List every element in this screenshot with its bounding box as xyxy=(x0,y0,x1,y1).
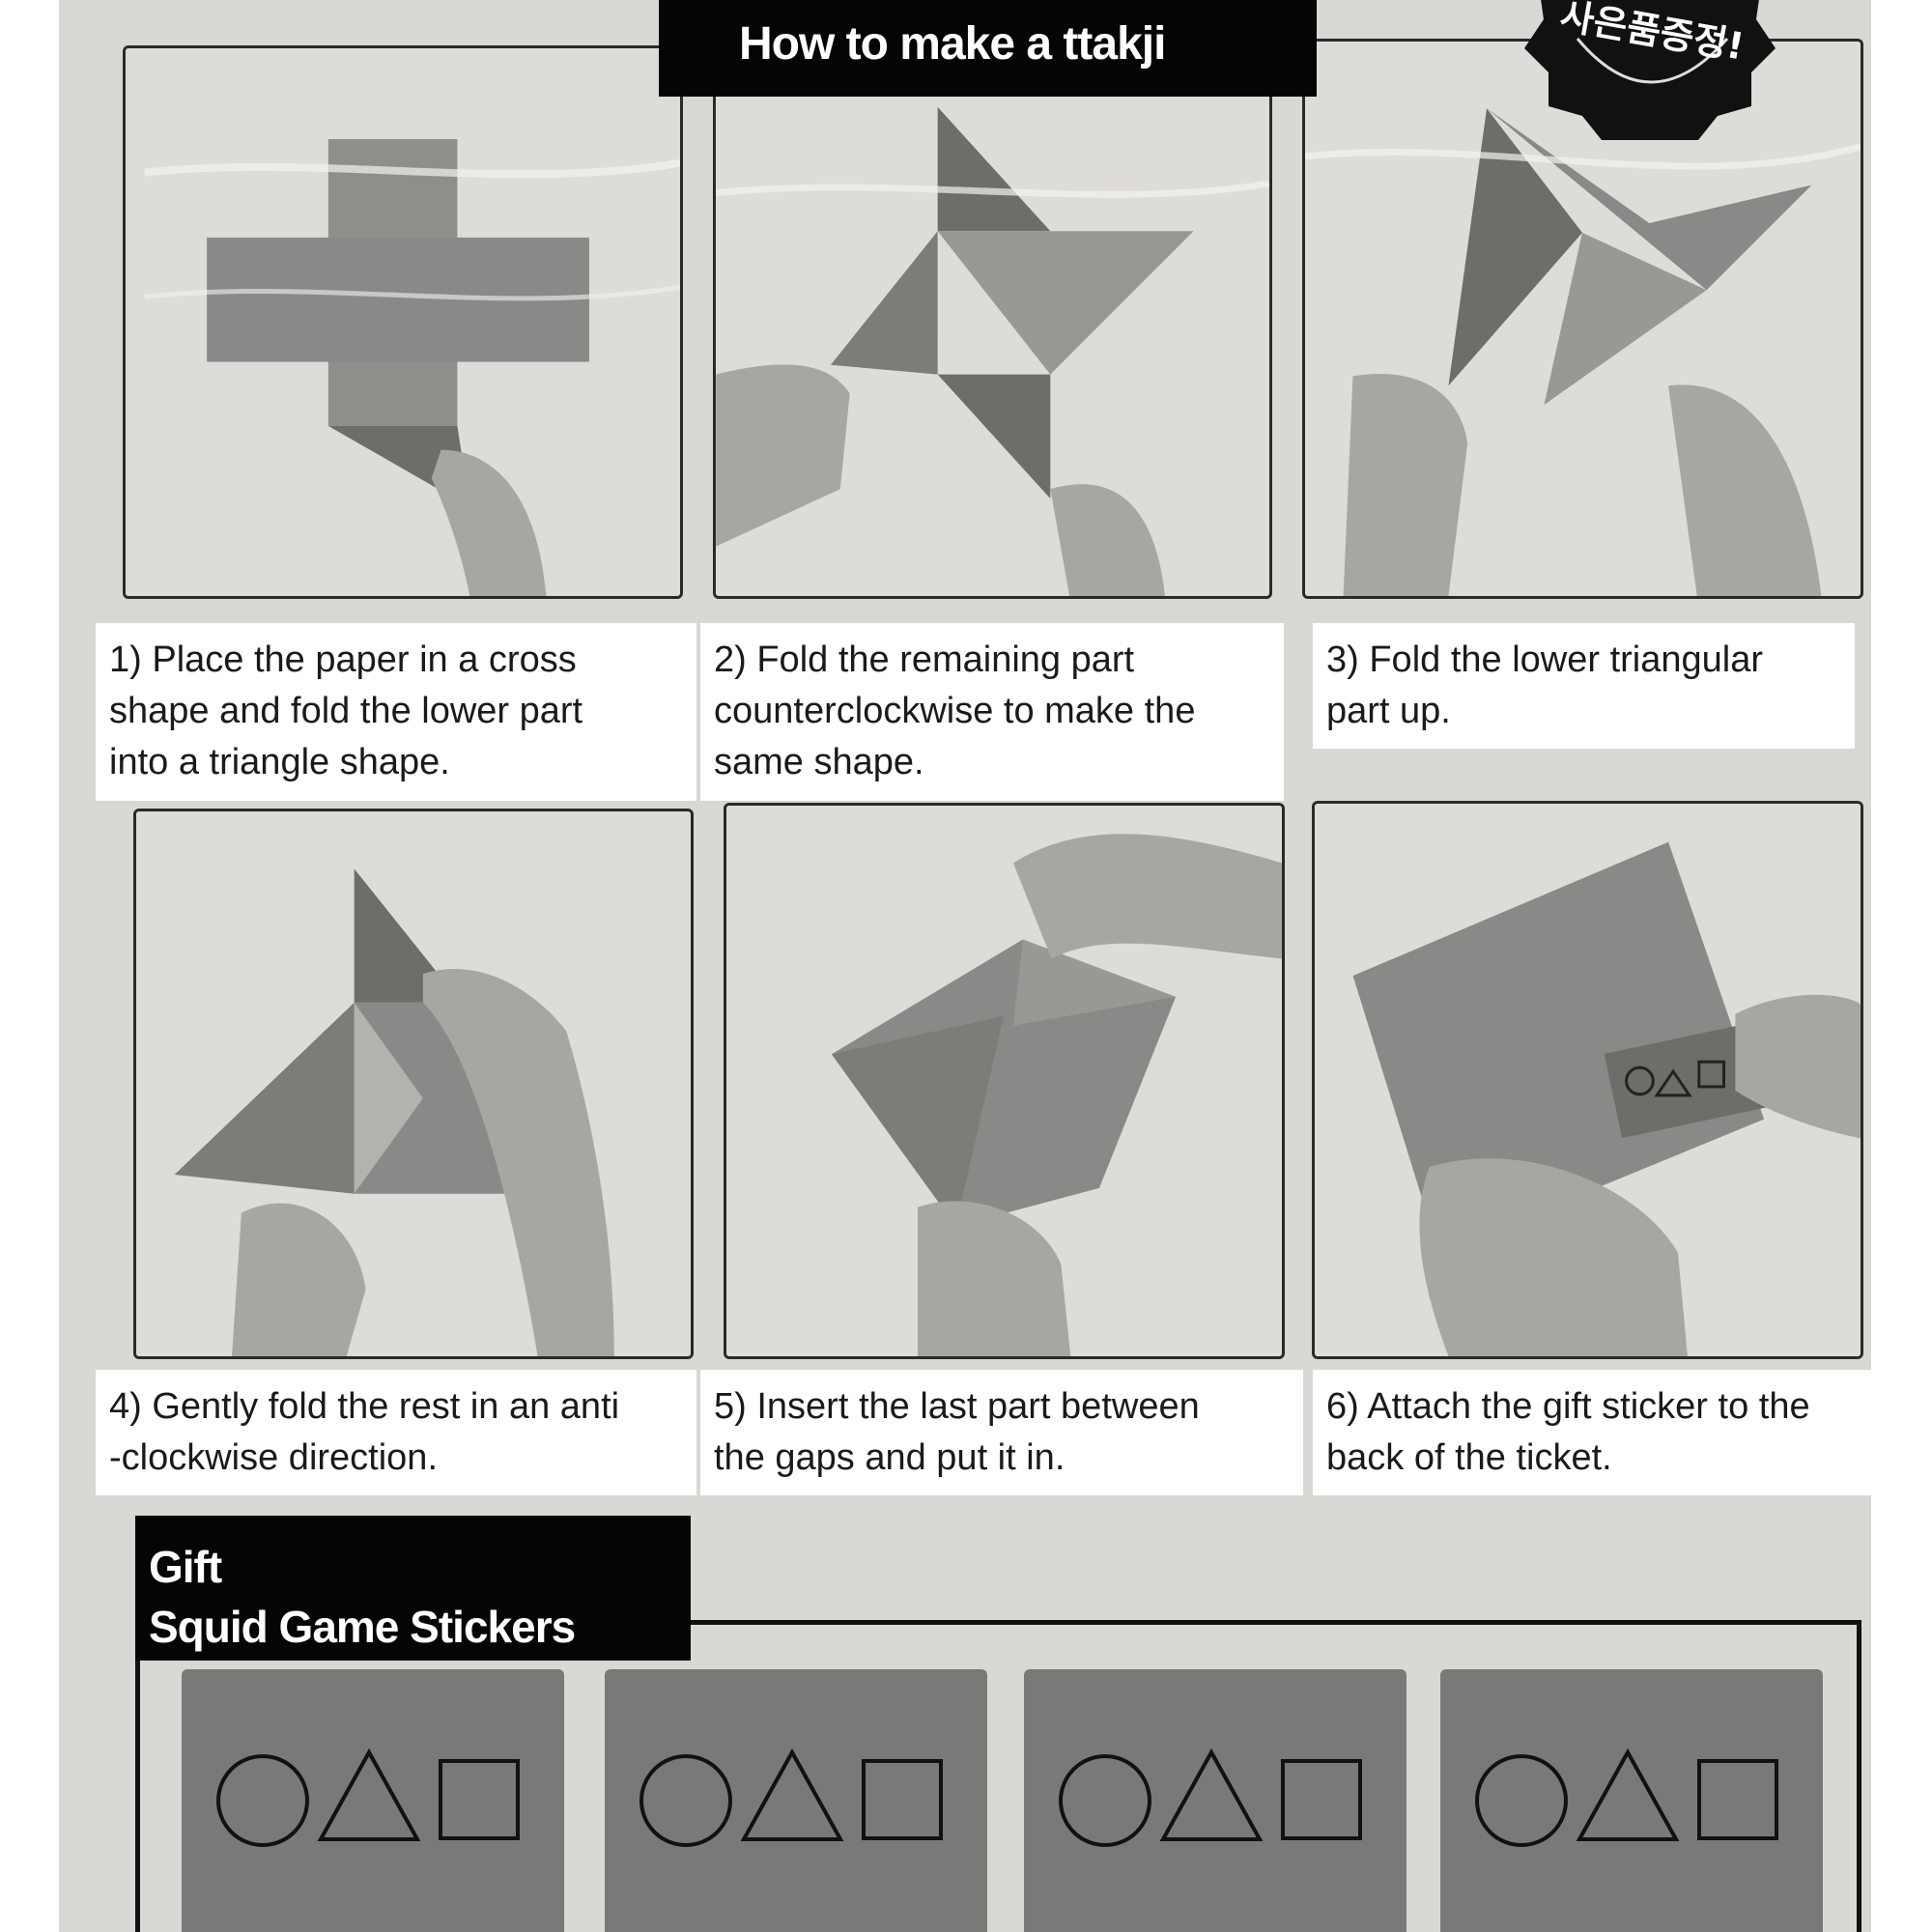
sticker-4 xyxy=(1440,1669,1823,1932)
step-1-line-2: shape and fold the lower part xyxy=(109,691,583,731)
step-1-line-3: into a triangle shape. xyxy=(109,742,450,782)
square-icon xyxy=(1281,1759,1362,1840)
step-4-line-1: 4) Gently fold the rest in an anti xyxy=(109,1386,620,1427)
step-1-line-1: 1) Place the paper in a cross xyxy=(109,639,577,680)
sticker-sheet-border xyxy=(135,1620,1861,1932)
step-6-photo xyxy=(1312,801,1863,1359)
gift-heading-line-2: Squid Game Stickers xyxy=(149,1602,576,1652)
step-3-caption: 3) Fold the lower triangular part up. xyxy=(1313,623,1855,749)
step-6-line-1: 6) Attach the gift sticker to the xyxy=(1326,1386,1810,1427)
step-2-photo xyxy=(713,85,1272,599)
sticker-1 xyxy=(182,1669,564,1932)
step-5-caption: 5) Insert the last part between the gaps… xyxy=(700,1370,1303,1495)
circle-icon xyxy=(1475,1754,1568,1847)
triangle-icon xyxy=(740,1747,844,1841)
triangle-icon xyxy=(1159,1747,1264,1841)
triangle-icon xyxy=(1576,1747,1680,1841)
ttakji-instruction-sheet: 1) Place the paper in a cross shape and … xyxy=(59,0,1871,1932)
step-6-caption: 6) Attach the gift sticker to the back o… xyxy=(1313,1370,1871,1495)
step-3-photo xyxy=(1302,39,1863,599)
title-banner xyxy=(659,0,1317,97)
square-icon xyxy=(862,1759,943,1840)
step-1-caption: 1) Place the paper in a cross shape and … xyxy=(96,623,696,801)
step-6-line-2: back of the ticket. xyxy=(1326,1437,1612,1478)
step-4-illustration xyxy=(136,811,691,1356)
step-2-illustration xyxy=(716,88,1269,596)
step-5-illustration xyxy=(726,806,1282,1356)
step-5-line-2: the gaps and put it in. xyxy=(714,1437,1065,1478)
sticker-symbols xyxy=(1059,1747,1362,1847)
gift-heading-line-1: Gift xyxy=(149,1542,222,1592)
sticker-3 xyxy=(1024,1669,1406,1932)
step-6-illustration xyxy=(1315,804,1861,1356)
step-2-line-3: same shape. xyxy=(714,742,924,782)
page-title: How to make a ttakji xyxy=(739,18,1166,70)
step-3-line-1: 3) Fold the lower triangular xyxy=(1326,639,1763,680)
step-2-line-2: counterclockwise to make the xyxy=(714,691,1196,731)
step-4-line-2: -clockwise direction. xyxy=(109,1437,438,1478)
step-3-line-2: part up. xyxy=(1326,691,1451,731)
step-5-line-1: 5) Insert the last part between xyxy=(714,1386,1200,1427)
step-2-line-1: 2) Fold the remaining part xyxy=(714,639,1135,680)
step-5-photo xyxy=(724,803,1285,1359)
sticker-symbols xyxy=(216,1747,520,1847)
square-icon xyxy=(1697,1759,1778,1840)
circle-icon xyxy=(639,1754,732,1847)
triangle-icon xyxy=(317,1747,421,1841)
circle-icon xyxy=(1059,1754,1151,1847)
badge-seal-icon: 사은품증정! xyxy=(1524,0,1776,140)
circle-icon xyxy=(216,1754,309,1847)
sticker-symbols xyxy=(639,1747,943,1847)
sticker-2 xyxy=(605,1669,987,1932)
step-4-caption: 4) Gently fold the rest in an anti -cloc… xyxy=(96,1370,696,1495)
square-icon xyxy=(439,1759,520,1840)
step-1-illustration xyxy=(126,48,680,596)
step-1-photo xyxy=(123,45,683,599)
sticker-symbols xyxy=(1475,1747,1778,1847)
gift-badge: 사은품증정! xyxy=(1520,0,1780,140)
step-2-caption: 2) Fold the remaining part counterclockw… xyxy=(700,623,1284,801)
step-3-illustration xyxy=(1305,42,1861,596)
step-4-photo xyxy=(133,809,694,1359)
gift-heading: Gift Squid Game Stickers xyxy=(135,1516,691,1661)
